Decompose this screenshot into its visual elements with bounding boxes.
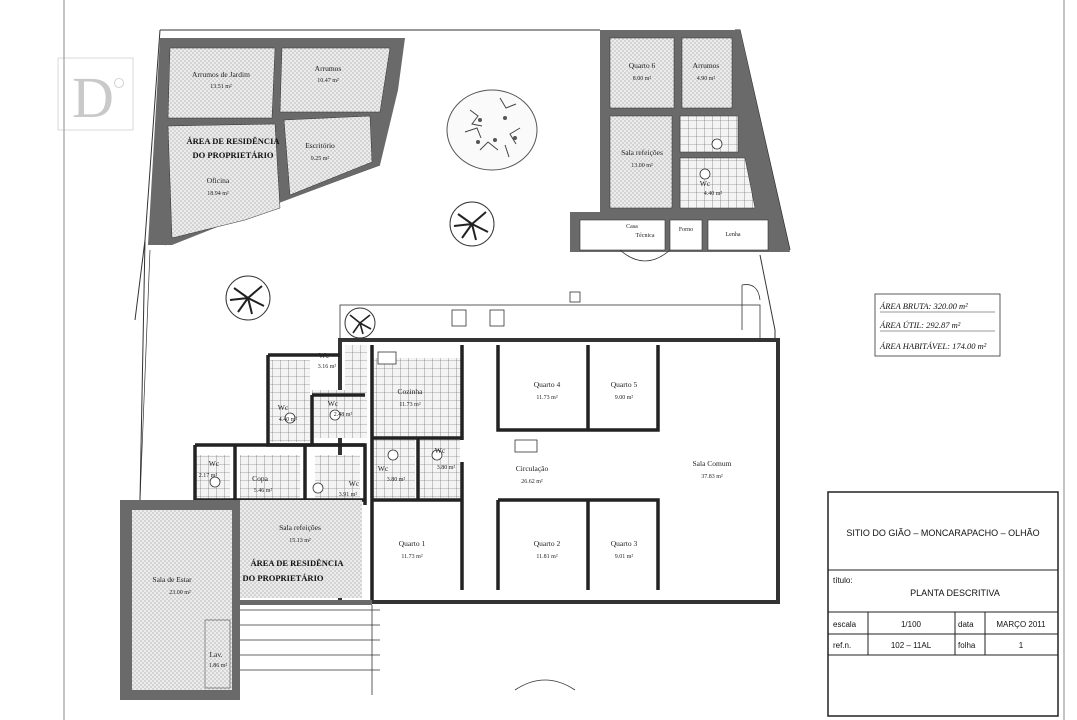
room-name-oficina: Oficina bbox=[207, 176, 230, 185]
data-value: MARÇO 2011 bbox=[996, 620, 1046, 629]
title-block: SITIO DO GIÃO – MONCARAPACHO – OLHÃO tít… bbox=[827, 491, 1059, 717]
room-name-sala-refeicoes-top: Sala refeições bbox=[621, 148, 663, 157]
palm-tree-icon bbox=[344, 307, 376, 339]
ref-label: ref.n. bbox=[833, 641, 851, 650]
room-name-arrumos-jardim: Arrumos de Jardim bbox=[192, 70, 250, 79]
room-name-arrumos-right: Arrumos bbox=[693, 61, 720, 70]
watermark-logo: D bbox=[57, 57, 134, 131]
room-area-sala-estar: 23.00 m² bbox=[169, 590, 191, 596]
ref-value: 102 – 11AL bbox=[891, 641, 932, 650]
room-name-wc-g: Wc bbox=[435, 446, 446, 455]
room-name-quarto2: Quarto 2 bbox=[534, 539, 561, 548]
room-area-sala-refeicoes-top: 13.00 m² bbox=[631, 163, 653, 169]
room-name-wc-c: Wc bbox=[328, 399, 339, 408]
owner-annex-block bbox=[148, 38, 405, 245]
room-area-wc-d: 2.17 m² bbox=[199, 473, 218, 479]
room-name-sala-refeicoes-bottom: Sala refeições bbox=[279, 523, 321, 532]
room-area-wc-c: 2.48 m² bbox=[334, 412, 353, 418]
room-area-arrumos-right: 4.90 m² bbox=[697, 76, 716, 82]
room-area-wc-a: 3.16 m² bbox=[318, 364, 337, 370]
folha-label: folha bbox=[958, 641, 976, 650]
room-name-wc-f: Wc bbox=[378, 464, 389, 473]
room-name-casa-tecnica-2: Técnica bbox=[636, 233, 655, 239]
room-name-forno: Forno bbox=[679, 227, 693, 233]
area-bruta-text: ÁREA BRUTA: 320.00 m² bbox=[879, 301, 968, 311]
room-area-lav: 1.86 m² bbox=[209, 663, 228, 669]
page-frame bbox=[63, 0, 1065, 720]
room-area-wc-g: 3.80 m² bbox=[437, 465, 456, 471]
owner-area-label-top-2: DO PROPRIETÁRIO bbox=[193, 150, 274, 160]
area-util-text: ÁREA ÚTIL: 292.87 m² bbox=[879, 320, 961, 330]
room-area-escritorio: 9.25 m² bbox=[311, 156, 330, 162]
room-area-arrumos-jardim: 13.51 m² bbox=[210, 84, 232, 90]
garden-tree-large-icon bbox=[446, 89, 538, 171]
room-area-sala-comum: 37.83 m² bbox=[701, 474, 723, 480]
room-name-escritorio: Escritório bbox=[305, 141, 335, 150]
room-area-wc-b: 4.40 m² bbox=[279, 417, 298, 423]
main-house bbox=[120, 138, 780, 700]
annex-top-right bbox=[570, 30, 790, 330]
area-habitavel-text: ÁREA HABITÁVEL: 174.00 m² bbox=[879, 341, 987, 351]
room-name-quarto5: Quarto 5 bbox=[611, 380, 638, 389]
room-name-quarto1: Quarto 1 bbox=[399, 539, 426, 548]
room-name-sala-comum: Sala Comum bbox=[693, 459, 732, 468]
title-block-location: SITIO DO GIÃO – MONCARAPACHO – OLHÃO bbox=[846, 528, 1039, 538]
palm-tree-icon bbox=[449, 201, 495, 247]
titulo-label: título: bbox=[833, 576, 853, 585]
data-label: data bbox=[958, 620, 974, 629]
room-name-lav: Lav. bbox=[209, 650, 222, 659]
room-name-wc-b: Wc bbox=[278, 403, 289, 412]
room-name-wc-a: Wc bbox=[319, 351, 330, 360]
escala-value: 1/100 bbox=[901, 620, 922, 629]
room-area-oficina: 18.94 m² bbox=[207, 191, 229, 197]
room-name-arrumos: Arrumos bbox=[315, 64, 342, 73]
room-area-quarto5: 9.00 m² bbox=[615, 395, 634, 401]
room-area-sala-refeicoes-bottom: 15.13 m² bbox=[289, 538, 311, 544]
room-name-wc-d: Wc bbox=[209, 459, 220, 468]
room-area-wc-e: 3.91 m² bbox=[339, 492, 358, 498]
room-area-copa: 5.46 m² bbox=[254, 488, 273, 494]
escala-label: escala bbox=[833, 620, 857, 629]
room-name-cozinha: Cozinha bbox=[398, 387, 424, 396]
room-area-circulacao: 26.62 m² bbox=[521, 479, 543, 485]
room-name-lenha: Lenha bbox=[726, 232, 741, 238]
owner-area-label-top-1: ÁREA DE RESIDÊNCIA bbox=[186, 136, 280, 146]
room-area-quarto4: 11.73 m² bbox=[536, 395, 557, 401]
room-name-quarto3: Quarto 3 bbox=[611, 539, 638, 548]
palm-tree-icon bbox=[225, 275, 271, 321]
room-area-wc-f: 3.80 m² bbox=[387, 477, 406, 483]
room-area-quarto3: 9.01 m² bbox=[615, 554, 634, 560]
room-area-cozinha: 11.73 m² bbox=[399, 402, 420, 408]
room-name-quarto4: Quarto 4 bbox=[534, 380, 561, 389]
room-area-wc-top-right: 4.40 m² bbox=[704, 191, 723, 197]
room-name-copa: Copa bbox=[252, 474, 269, 483]
owner-area-label-bottom-1: ÁREA DE RESIDÊNCIA bbox=[250, 558, 344, 568]
room-name-sala-estar: Sala de Estar bbox=[152, 575, 192, 584]
owner-area-label-bottom-2: DO PROPRIETÁRIO bbox=[243, 573, 324, 583]
room-name-wc-top-right: Wc bbox=[700, 179, 711, 188]
room-area-quarto2: 11.81 m² bbox=[536, 554, 557, 560]
room-area-arrumos: 10.47 m² bbox=[317, 78, 339, 84]
room-labels: Arrumos de Jardim 13.51 m² Arrumos 10.47… bbox=[152, 61, 740, 669]
watermark-letter: D bbox=[72, 65, 114, 130]
room-name-wc-e: Wc bbox=[349, 479, 360, 488]
room-name-casa-tecnica-1: Casa bbox=[626, 224, 638, 230]
room-area-quarto6: 8.00 m² bbox=[633, 76, 652, 82]
area-summary-box: ÁREA BRUTA: 320.00 m² ÁREA ÚTIL: 292.87 … bbox=[874, 293, 1001, 357]
titulo-value: PLANTA DESCRITIVA bbox=[910, 588, 1000, 598]
room-name-quarto6: Quarto 6 bbox=[629, 61, 656, 70]
registered-mark-icon bbox=[114, 78, 124, 88]
room-name-circulacao: Circulação bbox=[516, 464, 549, 473]
room-area-quarto1: 11.73 m² bbox=[401, 554, 422, 560]
folha-value: 1 bbox=[1019, 641, 1024, 650]
